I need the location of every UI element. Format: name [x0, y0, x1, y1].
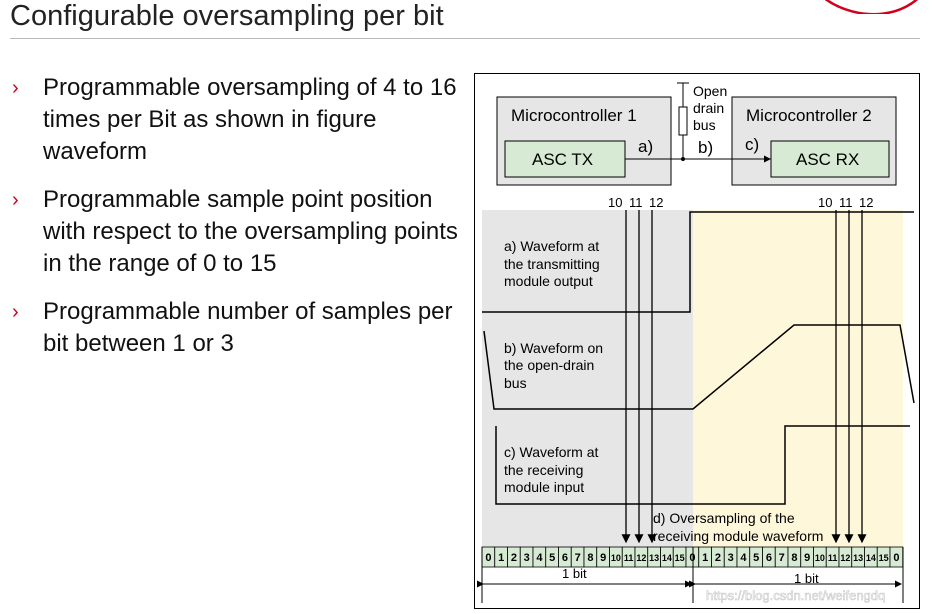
counter-cell-label: 15	[675, 553, 685, 563]
bullet-marker-icon: ›	[12, 189, 19, 211]
bullet-marker-icon: ›	[12, 77, 19, 99]
counter-cell-label: 15	[879, 553, 889, 563]
tick-label-12-bit2: 12	[859, 195, 873, 210]
counter-cell-label: 10	[611, 553, 621, 563]
marker-b: b)	[698, 138, 713, 157]
counter-cell-label: 9	[600, 552, 606, 564]
bullet-item: › Programmable sample point position wit…	[12, 184, 467, 280]
counter-cell-label: 8	[587, 552, 593, 564]
tick-label-10-bit2: 10	[818, 195, 832, 210]
counter-cell-label: 8	[791, 552, 797, 564]
counter-cell-label: 9	[804, 552, 810, 564]
counter-cell-label: 3	[728, 552, 734, 564]
bullet-text: Programmable number of samples per bit b…	[43, 298, 453, 357]
counter-cell-label: 7	[779, 552, 785, 564]
oversampling-caption-line-2: receiving module waveform	[653, 528, 823, 544]
waveform-b-label-line-1: b) Waveform on	[504, 340, 603, 356]
counter-cell-label: 13	[853, 553, 863, 563]
bullet-text: Programmable oversampling of 4 to 16 tim…	[43, 74, 457, 165]
bus-label-line-3: bus	[693, 117, 716, 133]
counter-cell-label: 2	[511, 552, 517, 564]
counter-cell-label: 0	[485, 552, 491, 564]
waveform-b-label-line-2: the open-drain	[504, 357, 594, 373]
bit2-region	[693, 210, 903, 547]
counter-cell-label: 5	[753, 552, 759, 564]
counter-cell-label: 4	[536, 552, 543, 564]
counter-cell-label: 5	[549, 552, 555, 564]
tick-label-11-bit1: 11	[629, 195, 643, 210]
counter-cell-label: 6	[562, 552, 568, 564]
marker-a: a)	[638, 137, 653, 156]
oversampling-diagram-svg: Microcontroller 1 ASC TX a) Microcontrol…	[474, 73, 920, 609]
counter-cell-label: 0	[893, 552, 899, 564]
counter-cell-label: 0	[689, 552, 695, 564]
counter-cell-label: 6	[766, 552, 772, 564]
asc-rx-box	[770, 140, 890, 178]
waveform-c-label-line-1: c) Waveform at	[504, 444, 598, 460]
marker-c: c)	[745, 135, 759, 154]
microcontroller-1-label: Microcontroller 1	[511, 106, 637, 125]
bit-2-label: 1 bit	[794, 571, 819, 586]
counter-cell-label: 2	[715, 552, 721, 564]
bullet-item: › Programmable oversampling of 4 to 16 t…	[12, 72, 467, 168]
oversampling-diagram: Microcontroller 1 ASC TX a) Microcontrol…	[474, 73, 920, 609]
title-divider	[10, 38, 920, 39]
counter-cell-label: 12	[840, 553, 850, 563]
waveform-c-label-line-3: module input	[504, 479, 584, 495]
counter-cell-label: 11	[624, 553, 634, 563]
waveform-a-trace	[482, 211, 914, 313]
tick-label-11-bit2: 11	[839, 195, 853, 210]
counter-cell-label: 1	[702, 552, 708, 564]
asc-tx-box	[504, 140, 626, 178]
waveform-c-label-line-2: the receiving	[504, 462, 583, 478]
counter-cell-label: 1	[498, 552, 504, 564]
waveform-a-label-line-2: the transmitting	[504, 256, 600, 272]
bullet-item: › Programmable number of samples per bit…	[12, 296, 467, 360]
slide-title: Configurable oversampling per bit	[10, 0, 444, 32]
bit1-region	[482, 210, 693, 547]
bit-1-label: 1 bit	[562, 566, 587, 581]
counter-cell-label: 14	[662, 553, 672, 563]
counter-cell-label: 13	[649, 553, 659, 563]
bus-label-line-2: drain	[693, 100, 724, 116]
counter-cell-label: 11	[828, 553, 838, 563]
bus-pullup-resistor	[678, 106, 688, 136]
counter-cell-label: 7	[575, 552, 581, 564]
asc-tx-label: ASC TX	[532, 150, 593, 169]
microcontroller-2-label: Microcontroller 2	[746, 106, 872, 125]
watermark-text: https://blog.csdn.net/weifengdq	[706, 588, 885, 603]
brand-logo-arc-shape	[824, 0, 918, 14]
tick-label-10-bit1: 10	[608, 195, 622, 210]
asc-rx-label: ASC RX	[796, 150, 859, 169]
waveform-b-trace	[483, 324, 915, 410]
counter-cell-label: 3	[524, 552, 530, 564]
counter-cell-label: 4	[740, 552, 747, 564]
counter-cell-label: 12	[636, 553, 646, 563]
waveform-b-label-line-3: bus	[504, 375, 527, 391]
waveform-a-label-line-3: module output	[504, 273, 593, 289]
oversampling-caption-line-1: d) Oversampling of the	[653, 510, 795, 526]
brand-logo-arc	[824, 0, 918, 14]
bullet-list: › Programmable oversampling of 4 to 16 t…	[12, 72, 467, 376]
waveform-a-label-line-1: a) Waveform at	[504, 238, 599, 254]
bus-label-line-1: Open	[693, 83, 727, 99]
tick-label-12-bit1: 12	[649, 195, 663, 210]
bus-junction	[681, 157, 685, 161]
bullet-marker-icon: ›	[12, 301, 19, 323]
counter-cell-label: 10	[815, 553, 825, 563]
waveform-c-trace	[495, 425, 910, 505]
counter-cell-label: 14	[866, 553, 876, 563]
bullet-text: Programmable sample point position with …	[43, 186, 458, 277]
